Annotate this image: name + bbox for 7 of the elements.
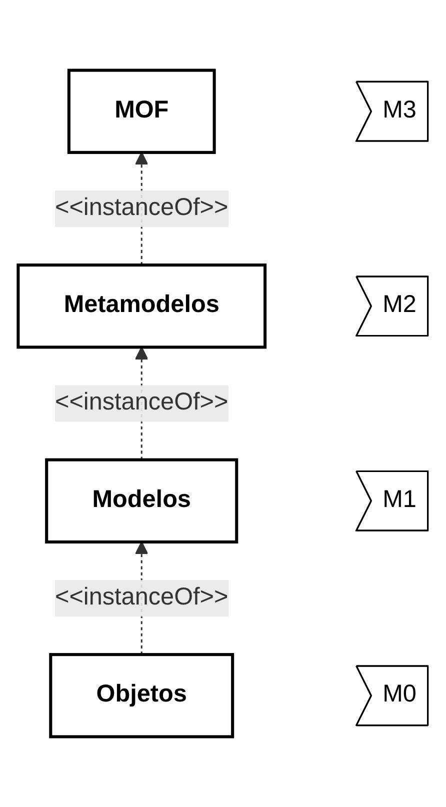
node-box: Metamodelos [16,264,267,349]
node-box: Objetos [49,653,234,738]
node-box: MOF [67,68,216,154]
node-box: Modelos [45,458,238,544]
edge-label: <<instanceOf>> [54,195,228,221]
edge-label: <<instanceOf>> [54,390,228,416]
edge-label: <<instanceOf>> [54,584,228,610]
